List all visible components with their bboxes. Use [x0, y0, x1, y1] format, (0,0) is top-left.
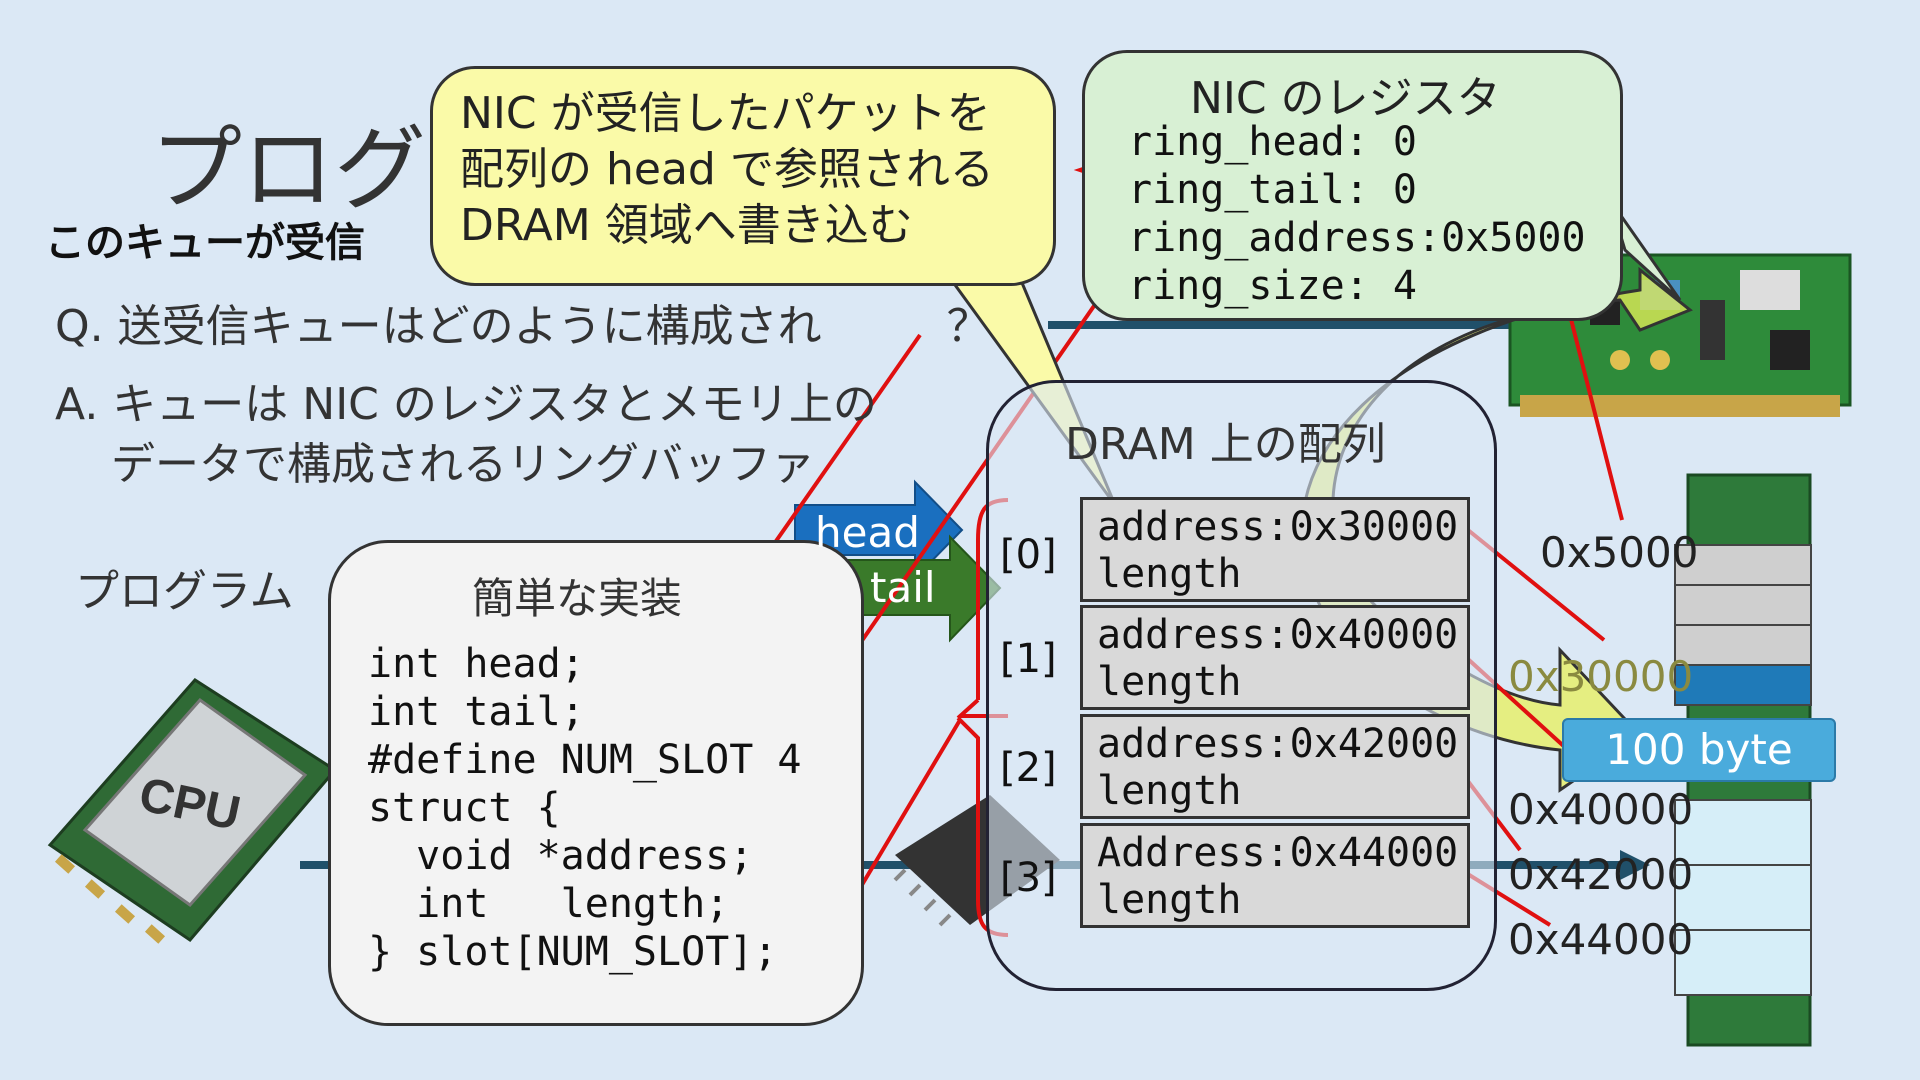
question-text: Q. 送受信キューはどのように構成され ？ — [55, 290, 991, 354]
memory-address: 0x42000 — [1508, 850, 1694, 899]
dram-array-title: DRAM 上の配列 — [1065, 419, 1386, 470]
slot-entry: address:0x40000 length — [1080, 605, 1470, 710]
program-label: プログラム — [75, 566, 294, 617]
packet-size-label: 100 byte — [1562, 718, 1836, 782]
code-panel-title: 簡単な実装 — [472, 574, 683, 623]
memory-address: 0x30000 — [1508, 652, 1694, 701]
slot-entry: Address:0x44000 length — [1080, 823, 1470, 928]
code-listing: int head; int tail; #define NUM_SLOT 4 s… — [368, 641, 802, 975]
slot-index: [1] — [1000, 636, 1057, 682]
slot-index: [0] — [1000, 532, 1057, 578]
slot-index: [3] — [1000, 855, 1057, 901]
memory-address: 0x5000 — [1540, 528, 1699, 577]
memory-address: 0x44000 — [1508, 915, 1694, 964]
question-main: Q. 送受信キューはどのように構成され — [55, 301, 822, 352]
nic-register-panel — [1082, 50, 1623, 321]
question-mark: ？ — [946, 301, 991, 352]
slide-subtitle: このキューが受信 — [45, 220, 365, 266]
bus-arrowhead — [1620, 850, 1650, 880]
nic-card-icon — [1508, 253, 1852, 417]
nic-register-title: NIC のレジスタ — [1190, 73, 1501, 124]
callout-box — [430, 66, 1056, 286]
memory-address: 0x40000 — [1508, 785, 1694, 834]
slot-index: [2] — [1000, 745, 1057, 791]
code-panel — [328, 540, 864, 1026]
slot-entry: address:0x30000 length — [1080, 497, 1470, 602]
head-pointer-label: head — [815, 508, 920, 557]
slide-title: プログ — [150, 116, 427, 223]
slot-entry: address:0x42000 length — [1080, 714, 1470, 819]
nic-register-values: ring_head: 0 ring_tail: 0 ring_address:0… — [1128, 119, 1586, 309]
answer-text: A. キューは NIC のレジスタとメモリ上の データで構成されるリングバッファ — [55, 379, 877, 490]
callout-text: NIC が受信したパケットを 配列の head で参照される DRAM 領域へ書… — [460, 88, 994, 251]
tail-pointer-label: tail — [870, 563, 936, 612]
